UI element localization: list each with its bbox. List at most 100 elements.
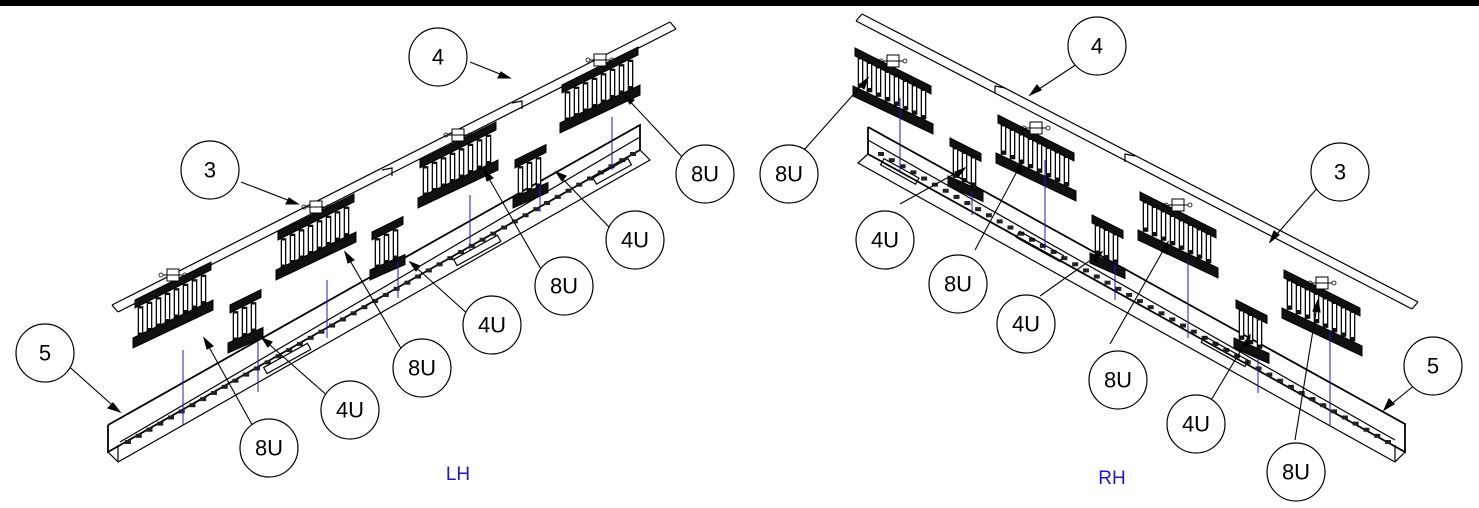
channel-slot (1126, 292, 1133, 297)
svg-text:4U: 4U (1012, 312, 1040, 337)
rh-balloon-8u: 8U (759, 144, 819, 204)
channel-slot (146, 427, 153, 432)
channel-slot (1331, 409, 1338, 414)
lh-bottom-channel (107, 123, 651, 463)
channel-slot (888, 158, 895, 163)
svg-text:5: 5 (39, 341, 51, 366)
channel-slot (479, 237, 486, 242)
leader-lines (63, 61, 1417, 441)
lh-assembly (107, 21, 677, 463)
channel-slot (975, 207, 982, 212)
channel-slot (1223, 348, 1230, 353)
channel-slot (985, 213, 992, 218)
channel-slot (189, 403, 196, 408)
cable-bracket (559, 46, 641, 134)
channel-slot (1082, 268, 1089, 273)
channel-slot (1115, 286, 1122, 291)
channel-slot (1287, 384, 1294, 389)
cable-bracket (852, 47, 934, 135)
channel-slot (1072, 262, 1079, 267)
channel-slot (232, 378, 239, 383)
svg-text:3: 3 (204, 158, 216, 183)
channel-slot (899, 164, 906, 169)
channel-slot (522, 213, 529, 218)
rh-balloon-4u: 4U (996, 294, 1056, 354)
svg-text:8U: 8U (944, 272, 972, 297)
svg-text:8U: 8U (775, 162, 803, 187)
lh-balloon-8u: 8U (239, 418, 299, 478)
channel-slot (1050, 250, 1057, 255)
lh-balloon-4u: 4U (605, 210, 665, 270)
channel-slot (1104, 280, 1111, 285)
lh-balloon-8u: 8U (534, 256, 594, 316)
channel-slot (415, 274, 422, 279)
svg-text:4U: 4U (871, 228, 899, 253)
cable-bracket (275, 193, 357, 281)
channel-slot (221, 384, 228, 389)
channel-slot (1320, 403, 1327, 408)
channel-slot (253, 366, 260, 371)
channel-slot (1266, 372, 1273, 377)
svg-text:8U: 8U (1282, 460, 1310, 485)
rh-drop-lines (899, 98, 1331, 425)
svg-text:4: 4 (1091, 34, 1103, 59)
channel-slot (393, 286, 400, 291)
channel-slot (1363, 427, 1370, 432)
rh-balloon-4u: 4U (1166, 394, 1226, 454)
rh-balloon-8u: 8U (1088, 350, 1148, 410)
cable-bracket (1089, 214, 1126, 280)
rh-balloon-part-4: 4 (1067, 16, 1127, 76)
channel-slot (1136, 299, 1143, 304)
svg-text:8U: 8U (1104, 368, 1132, 393)
channel-slot (1385, 440, 1391, 444)
channel-slot (576, 182, 583, 187)
channel-slot (1190, 329, 1197, 334)
svg-text:3: 3 (1334, 160, 1346, 185)
channel-slot (350, 311, 357, 316)
channel-slot (1180, 323, 1187, 328)
lh-channel-slots (125, 152, 636, 444)
rh-balloon-part-5: 5 (1403, 336, 1463, 396)
channel-slot (565, 188, 572, 193)
channel-slot (135, 433, 142, 438)
channel-slot (533, 207, 540, 212)
rh-balloons: 4 3 5 8U 4U 8U 4U 8U 4U 8U (759, 16, 1463, 502)
channel-slot (264, 360, 271, 365)
channel-slot (1018, 231, 1025, 236)
rh-assembly (852, 13, 1419, 463)
channel-slot (1309, 397, 1316, 402)
lh-label: LH (446, 464, 470, 485)
channel-slot (910, 170, 917, 175)
lh-balloon-8u: 8U (392, 338, 452, 398)
svg-text:8U: 8U (550, 274, 578, 299)
channel-slot (1007, 225, 1014, 230)
channel-slot (490, 231, 497, 236)
channel-slot (447, 256, 454, 261)
channel-slot (167, 415, 174, 420)
channel-slot (339, 317, 346, 322)
channel-slot (125, 440, 131, 444)
svg-text:8U: 8U (408, 356, 436, 381)
cable-bracket (417, 121, 499, 209)
channel-slot (157, 421, 164, 426)
channel-slot (878, 152, 884, 156)
channel-slot (554, 194, 561, 199)
rh-balloon-4u: 4U (855, 210, 915, 270)
svg-text:4U: 4U (336, 398, 364, 423)
lh-balloon-part-4: 4 (408, 27, 468, 87)
rh-label: RH (1098, 468, 1125, 489)
channel-slot (1169, 317, 1176, 322)
svg-text:4: 4 (432, 45, 444, 70)
channel-slot (436, 262, 443, 267)
channel-slot (921, 176, 928, 181)
channel-slot (329, 323, 336, 328)
svg-text:8U: 8U (255, 436, 283, 461)
channel-slot (1061, 256, 1068, 261)
channel-slot (200, 397, 207, 402)
channel-slot (361, 305, 368, 310)
cable-bracket (369, 215, 406, 281)
channel-slot (286, 348, 293, 353)
channel-slot (1093, 274, 1100, 279)
channel-slot (382, 292, 389, 297)
channel-slot (404, 280, 411, 285)
